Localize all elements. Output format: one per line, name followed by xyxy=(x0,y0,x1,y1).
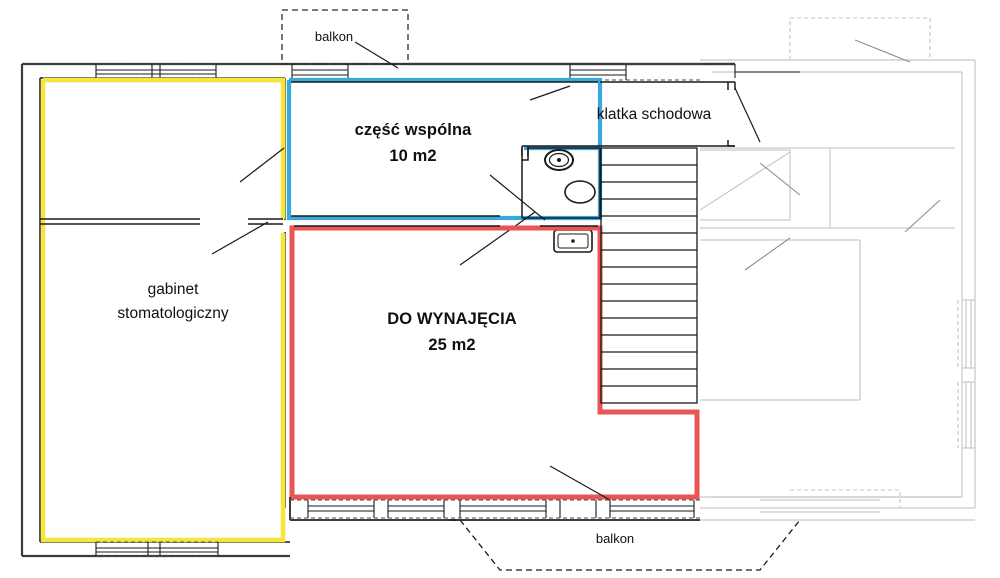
klatka-schodowa-walls xyxy=(600,81,736,147)
staircase-treads xyxy=(600,147,698,404)
bottom-window-openings-right xyxy=(307,500,695,518)
bottom-window-dashes-left xyxy=(96,541,218,557)
top-window-dashes-left xyxy=(96,63,216,79)
balcony-bottom-outline xyxy=(450,519,801,571)
balcony-top-leader xyxy=(354,41,399,69)
room-highlight-do-wynajecia xyxy=(289,225,700,500)
gabinet-internal-partition xyxy=(40,218,283,225)
bottom-window-openings-left xyxy=(95,542,219,556)
bottom-wall-dashes xyxy=(290,499,700,519)
klatka-schodowa-door-leader xyxy=(734,87,761,143)
top-window-openings-left xyxy=(95,64,217,78)
czesc-wspolna-walls xyxy=(291,81,600,217)
toilet-icon xyxy=(564,180,596,204)
faded-dashed-details xyxy=(700,17,976,508)
inner-wall-lines xyxy=(39,77,290,543)
top-wall-dashes-right xyxy=(570,63,700,81)
round-sink-icon xyxy=(544,149,574,171)
top-window-openings-right xyxy=(569,64,800,80)
balcony-top-outline xyxy=(281,9,409,65)
faded-neighbour-apartment xyxy=(699,59,976,509)
do-wynajecia-door-leader xyxy=(549,465,611,501)
balcony-top-door-opening xyxy=(291,64,349,80)
bottom-wall-main xyxy=(289,497,700,521)
czesc-wspolna-door-leaders xyxy=(459,85,571,266)
faded-bottom-right xyxy=(700,496,975,521)
bathroom-walls xyxy=(521,147,601,219)
bathtub-icon xyxy=(553,229,593,253)
gabinet-door-leaders xyxy=(211,147,285,255)
faded-door-swings xyxy=(744,39,941,271)
room-highlight-czesc-wspolna xyxy=(286,77,603,221)
outer-walls xyxy=(20,62,735,558)
room-highlight-gabinet xyxy=(40,77,286,543)
